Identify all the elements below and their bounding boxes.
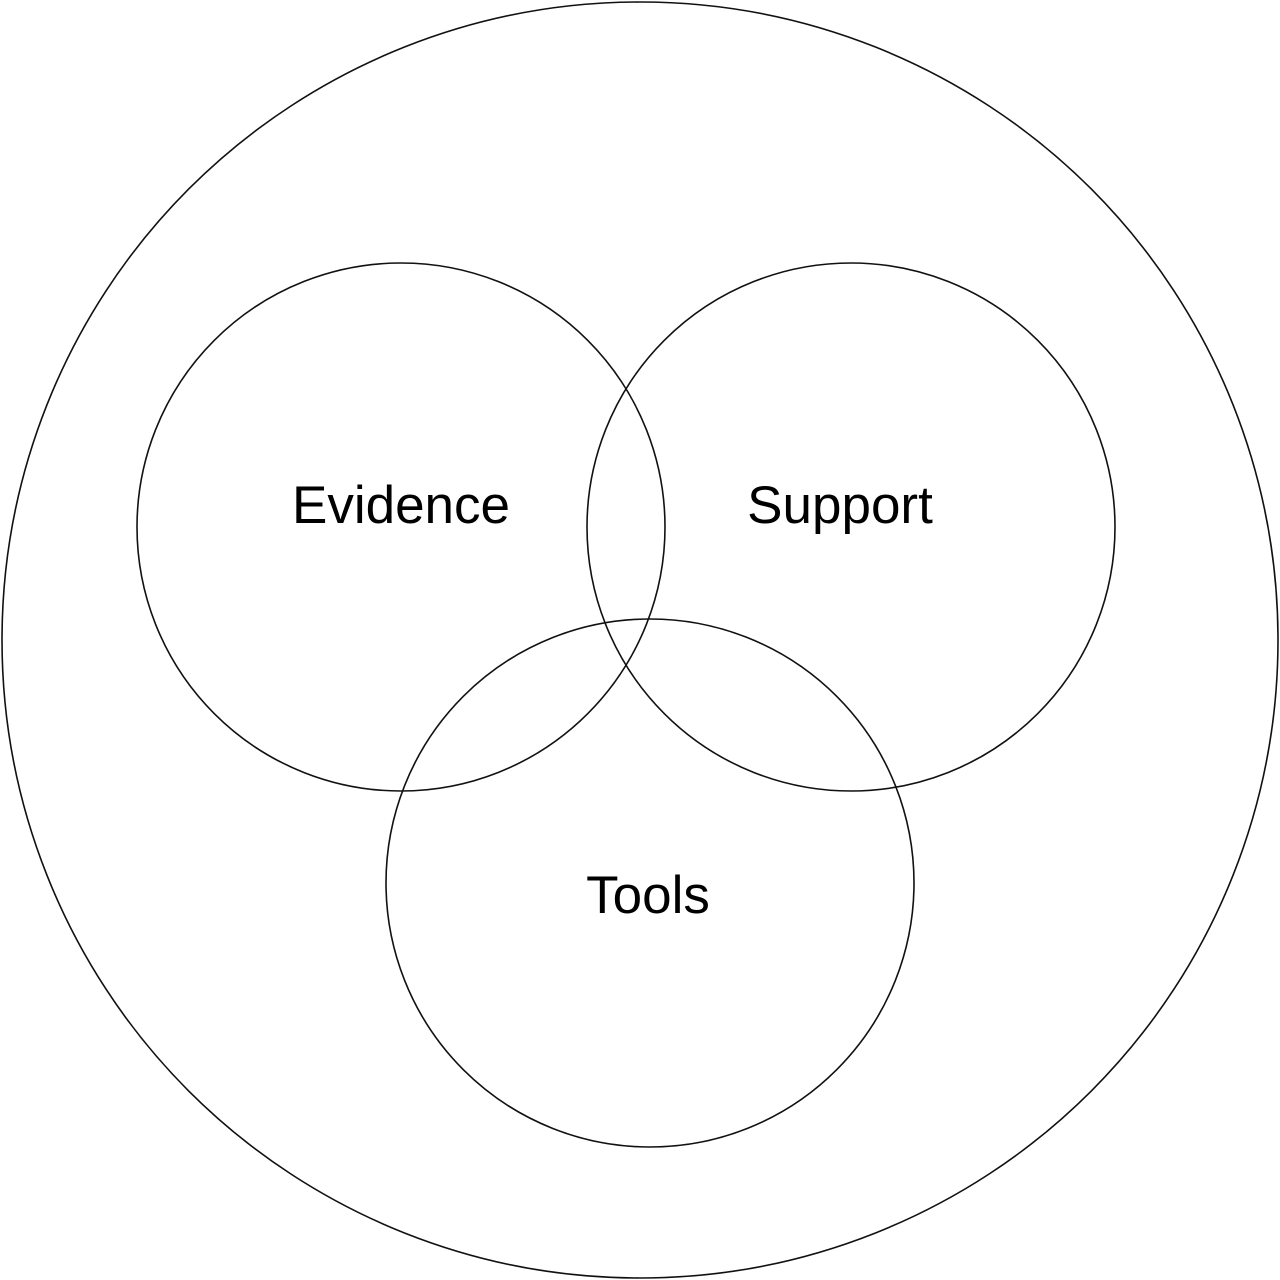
support-circle xyxy=(586,262,1116,792)
tools-label: Tools xyxy=(586,866,710,925)
evidence-label: Evidence xyxy=(292,476,510,535)
support-label: Support xyxy=(747,476,933,535)
tools-circle xyxy=(385,618,915,1148)
evidence-circle xyxy=(136,262,666,792)
